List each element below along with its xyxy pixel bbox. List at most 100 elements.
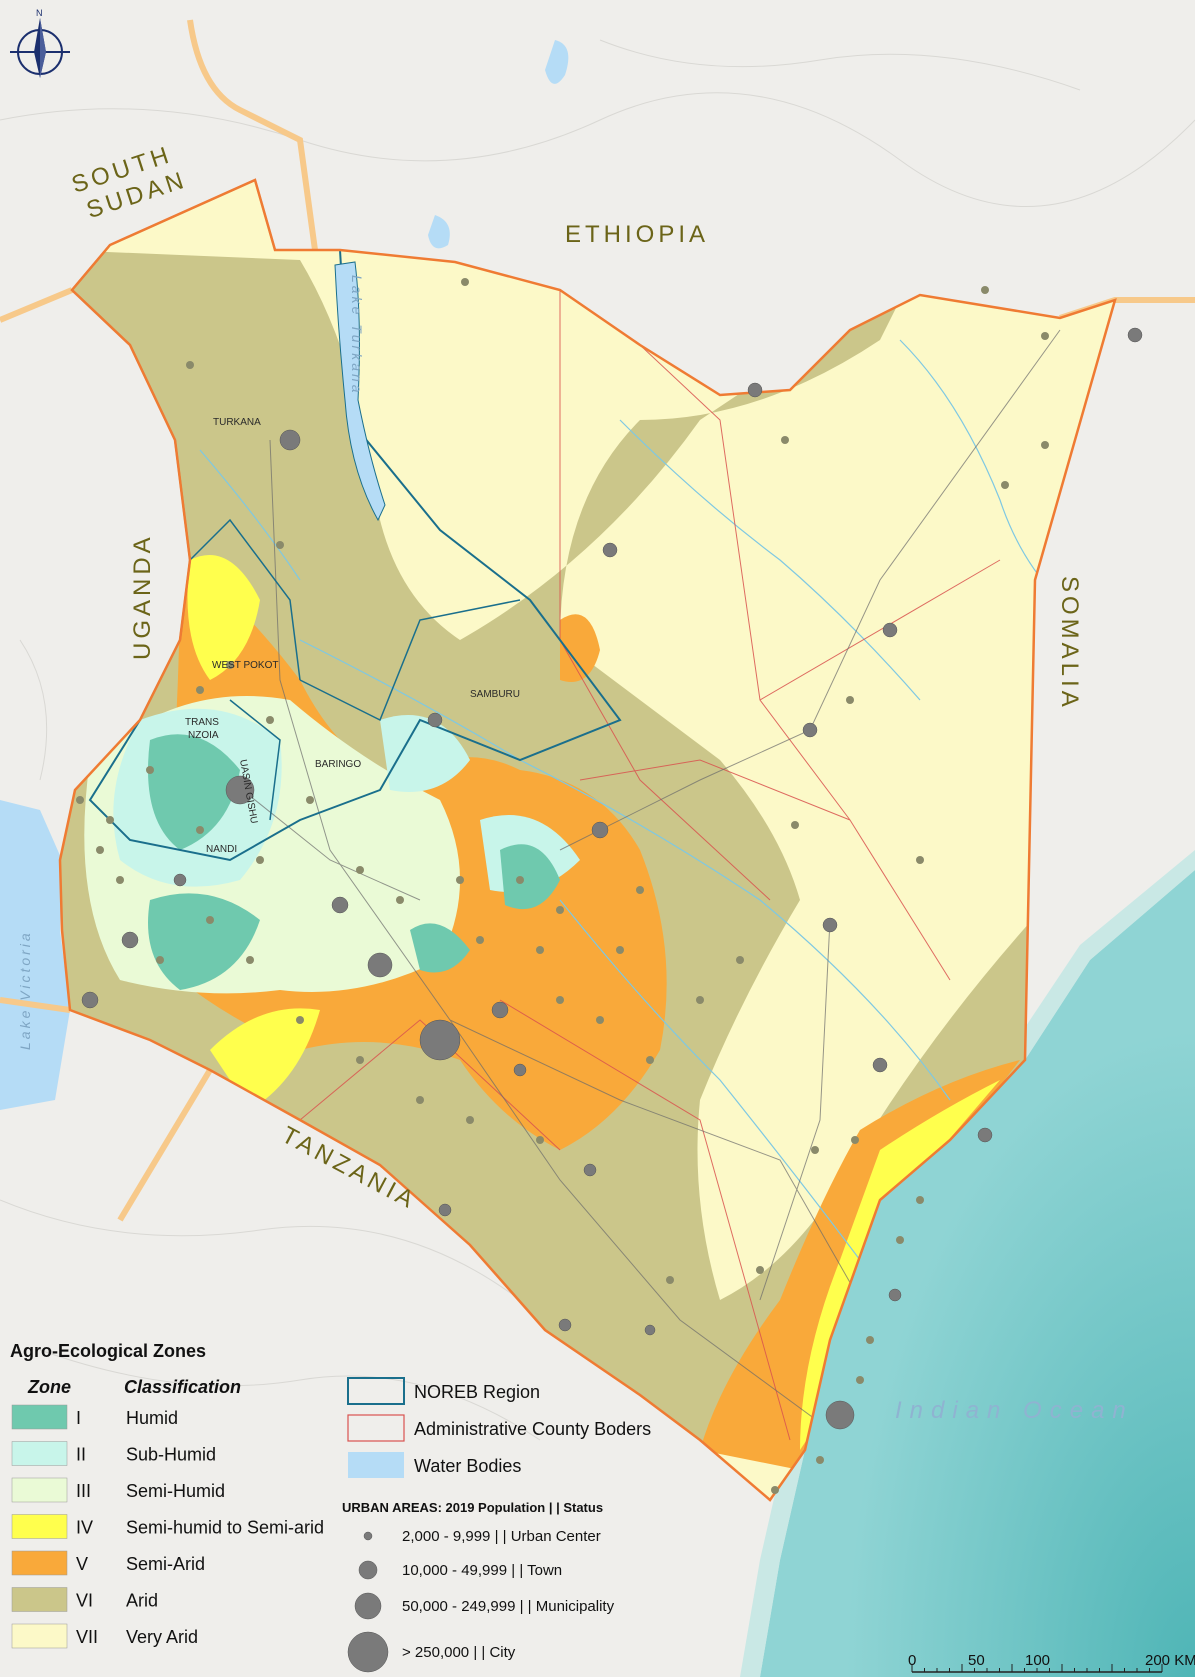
label-baringo: BARINGO bbox=[315, 759, 361, 770]
urban-wajir bbox=[802, 722, 818, 738]
zone-swatch-7 bbox=[11, 1623, 68, 1649]
zone-i-humid-west bbox=[148, 734, 240, 850]
scale-label-50: 50 bbox=[968, 1652, 985, 1669]
scale-label-200km: 200 KM bbox=[1145, 1652, 1195, 1669]
urban-kericho bbox=[331, 896, 349, 914]
label-samburu: SAMBURU bbox=[470, 689, 520, 700]
zone-i-aberdares bbox=[410, 923, 470, 973]
urban-symbol-2 bbox=[358, 1560, 378, 1580]
county-borders bbox=[299, 290, 1001, 1441]
north-arrow-icon: N bbox=[10, 8, 70, 78]
label-west-pokot: WEST POKOT bbox=[212, 660, 279, 671]
urban-symbol-4 bbox=[347, 1631, 389, 1673]
urban-kisumu bbox=[81, 991, 99, 1009]
urban-moyale bbox=[747, 382, 763, 398]
label-trans-nzoia-2: NZOIA bbox=[188, 730, 219, 741]
urban-symbol-3 bbox=[354, 1592, 382, 1620]
zone-label-7: Very Arid bbox=[126, 1627, 198, 1647]
urban-label-3: 50,000 - 249,999 | | Municipality bbox=[402, 1598, 615, 1615]
zone-v-patch bbox=[560, 614, 600, 682]
label-indian-ocean: Indian Ocean bbox=[895, 1397, 1134, 1424]
urban-lodwar bbox=[279, 429, 301, 451]
urban-thika bbox=[491, 1001, 509, 1019]
zone-swatch-6 bbox=[11, 1587, 68, 1612]
lake-turkana bbox=[334, 261, 386, 522]
lake-ethiopia-north bbox=[545, 40, 569, 84]
urban-malindi bbox=[888, 1288, 902, 1302]
zone-swatch-2 bbox=[11, 1441, 68, 1466]
zone-label-1: Humid bbox=[126, 1408, 178, 1428]
urban-meru bbox=[591, 821, 609, 839]
legend-zone-header: Zone bbox=[27, 1377, 71, 1397]
terrain-texture bbox=[0, 39, 1195, 1441]
label-turkana: TURKANA bbox=[213, 417, 261, 428]
zone-swatch-4 bbox=[11, 1514, 68, 1539]
zone-label-6: Arid bbox=[126, 1591, 158, 1611]
urban-areas bbox=[81, 327, 1143, 1430]
compass-north-label: N bbox=[36, 8, 43, 18]
kenya-outline bbox=[58, 178, 1117, 1502]
legend-title: Agro-Ecological Zones bbox=[10, 1341, 206, 1361]
zone-id-6: VI bbox=[76, 1591, 93, 1611]
scale-bar: 0 50 100 200 KM bbox=[908, 1652, 1195, 1673]
feature-label-1: NOREB Region bbox=[414, 1382, 540, 1402]
lake-ethiopia-south bbox=[428, 215, 450, 249]
feature-swatch-2 bbox=[347, 1414, 405, 1442]
urban-kakamega bbox=[173, 873, 187, 887]
urban-south bbox=[438, 1203, 452, 1217]
zone-iv-west-pokot bbox=[187, 555, 260, 680]
lake-victoria bbox=[0, 800, 70, 1110]
zone-i-mt-kenya bbox=[500, 844, 560, 910]
scale-label-100: 100 bbox=[1025, 1652, 1050, 1669]
zone-id-5: V bbox=[76, 1554, 88, 1574]
urban-symbol-1 bbox=[363, 1531, 373, 1541]
urban-voi-west bbox=[558, 1318, 572, 1332]
urban-kisii bbox=[121, 931, 139, 949]
feature-label-2: Administrative County Boders bbox=[414, 1419, 651, 1439]
zone-id-1: I bbox=[76, 1408, 81, 1428]
urban-centers-small bbox=[76, 278, 1049, 1494]
rivers bbox=[199, 339, 1061, 1261]
urban-taveta bbox=[644, 1324, 656, 1336]
urban-nairobi bbox=[419, 1019, 461, 1061]
zone-i-humid-south bbox=[148, 893, 260, 990]
zone-label-4: Semi-humid to Semi-arid bbox=[126, 1518, 324, 1538]
zone-swatch-5 bbox=[11, 1550, 68, 1576]
urban-lamu bbox=[977, 1127, 993, 1143]
scale-label-0: 0 bbox=[908, 1652, 916, 1669]
zone-id-3: III bbox=[76, 1481, 91, 1501]
zone-label-3: Semi-Humid bbox=[126, 1481, 225, 1501]
urban-eldoret bbox=[225, 775, 255, 805]
legend: Agro-Ecological Zones Zone Classificatio… bbox=[10, 1341, 651, 1673]
urban-nakuru bbox=[367, 952, 393, 978]
urban-garissa bbox=[822, 917, 838, 933]
zone-id-2: II bbox=[76, 1445, 86, 1465]
noreb-inner-borders bbox=[189, 518, 521, 821]
feature-swatch-1 bbox=[347, 1377, 405, 1405]
label-lake-turkana: Lake Turkana bbox=[349, 275, 365, 396]
urban-machakos bbox=[513, 1063, 527, 1077]
zone-label-5: Semi-Arid bbox=[126, 1554, 205, 1574]
urban-north-east bbox=[882, 622, 898, 638]
indian-ocean-area bbox=[760, 870, 1195, 1677]
label-lake-victoria: Lake Victoria bbox=[17, 930, 33, 1050]
urban-legend-title: URBAN AREAS: 2019 Population | | Status bbox=[342, 1500, 603, 1515]
zone-swatch-1 bbox=[11, 1404, 68, 1430]
label-somalia: SOMALIA bbox=[1056, 576, 1083, 711]
urban-mandera bbox=[1127, 327, 1143, 343]
zone-swatch-3 bbox=[11, 1477, 68, 1503]
feature-swatch-water bbox=[348, 1452, 404, 1478]
zone-id-7: VII bbox=[76, 1627, 98, 1647]
urban-mombasa bbox=[825, 1400, 855, 1430]
urban-coast-north bbox=[872, 1057, 888, 1073]
urban-voi bbox=[583, 1163, 597, 1177]
zone-id-4: IV bbox=[76, 1518, 93, 1538]
urban-maralal bbox=[427, 712, 443, 728]
label-nandi: NANDI bbox=[206, 844, 237, 855]
urban-marsabit bbox=[602, 542, 618, 558]
label-ethiopia: ETHIOPIA bbox=[565, 221, 709, 248]
